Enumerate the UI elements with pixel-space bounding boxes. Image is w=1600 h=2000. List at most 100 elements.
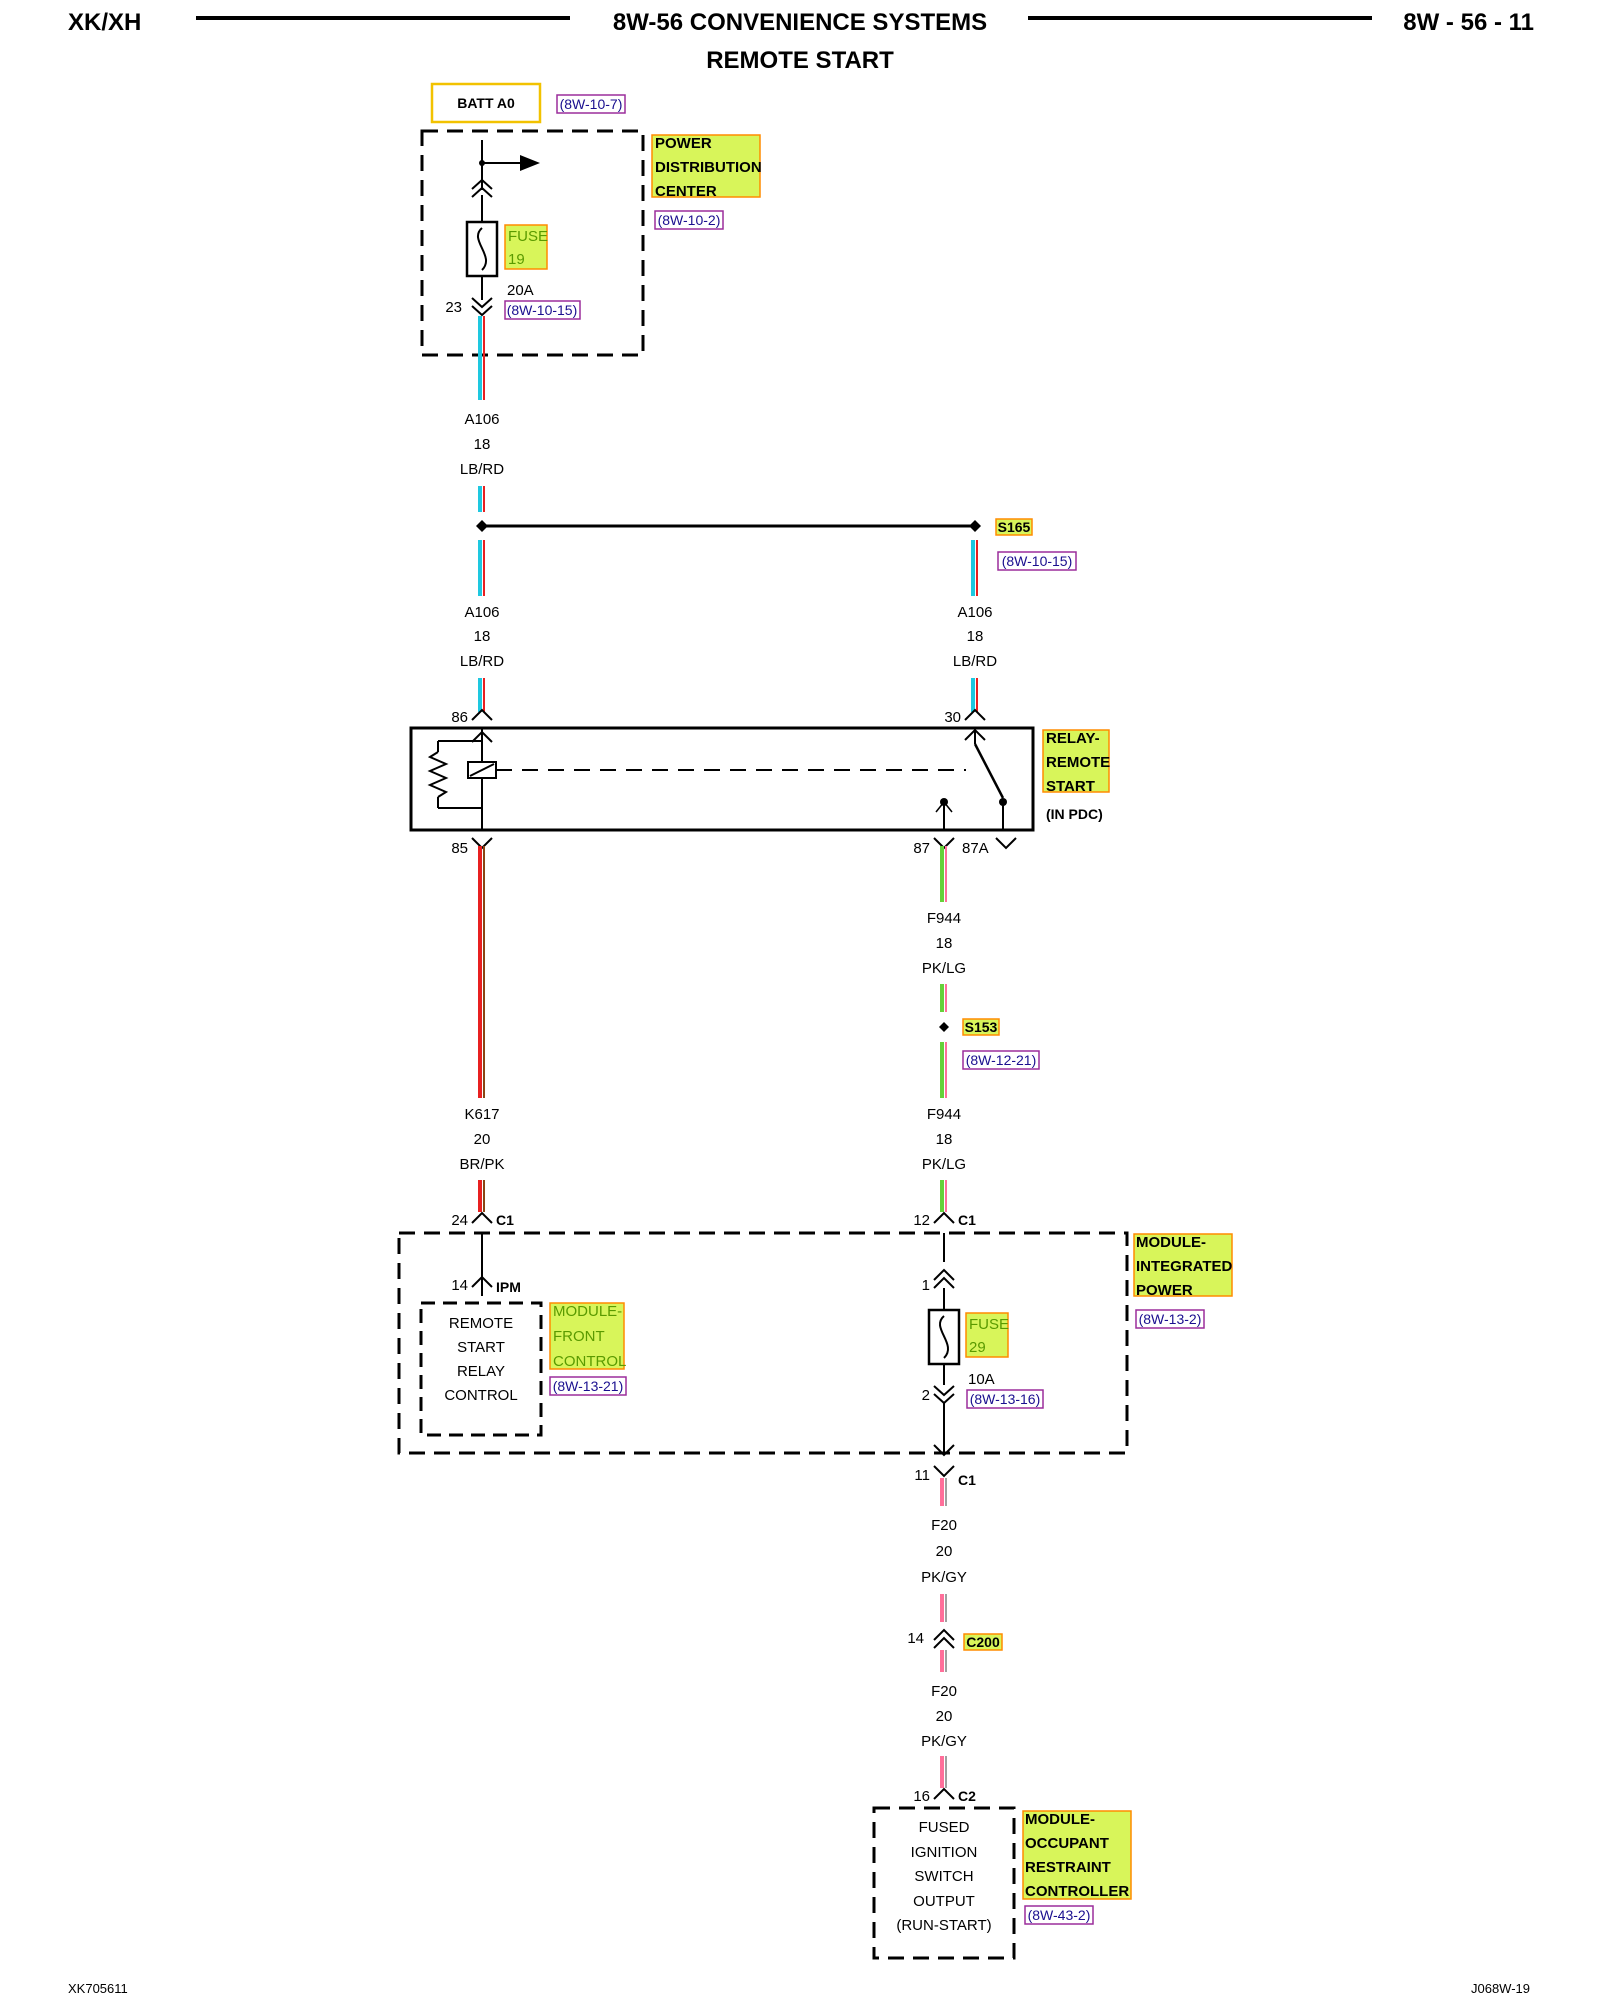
wire-f20: F20 20 PK/GY 14 C200 F20 20 PK/GY	[907, 1478, 1003, 1788]
pdc-cavity-label: 23	[445, 299, 462, 316]
fuse-29-pin1-connector-icon	[933, 1276, 955, 1289]
pdc-cavity-connector-icon-2	[471, 305, 493, 317]
orc-name-line4: CONTROLLER	[1025, 1883, 1129, 1900]
fcm-ref-link[interactable]: (8W-13-21)	[553, 1378, 624, 1394]
fuse-29-label-line2: 29	[969, 1339, 986, 1356]
relay-name-line3: START	[1046, 778, 1095, 795]
fuse-19-ref-box	[504, 300, 581, 320]
wire-f944-gauge-2: 18	[936, 1131, 953, 1148]
wire-a106-gauge-3: 18	[967, 628, 984, 645]
footer-left-code: XK705611	[68, 1981, 128, 1996]
wire-f944-color-2: PK/LG	[922, 1156, 966, 1173]
fcm-function-line1: REMOTE	[449, 1315, 513, 1332]
fcm-name-highlight	[549, 1302, 625, 1370]
c1-pin24-label: 24	[451, 1212, 468, 1229]
wire-k617: K617 20 BR/PK	[459, 846, 505, 1212]
ipm-name-line1: MODULE-	[1136, 1234, 1206, 1251]
fuse-19-icon	[465, 220, 499, 278]
header-page: 8W - 56 - 11	[1403, 9, 1534, 36]
relay-name-line1: RELAY-	[1046, 730, 1100, 747]
wire-f20-color-2: PK/GY	[921, 1733, 967, 1750]
batt-label-group: BATT A0 (8W-10-7)	[430, 82, 626, 124]
relay-pin30-connector-icon	[964, 708, 986, 721]
batt-ref-link[interactable]: (8W-10-7)	[560, 96, 623, 112]
wire-f20-gauge-2: 20	[936, 1708, 953, 1725]
fuse-29-rating: 10A	[968, 1371, 995, 1388]
ipm-name-highlight	[1133, 1233, 1233, 1297]
fuse-29-ref-link[interactable]: (8W-13-16)	[970, 1391, 1041, 1407]
wire-a106-color-2: LB/RD	[460, 653, 504, 670]
fuse-29-pin1-label: 1	[922, 1277, 930, 1294]
relay-name-line2: REMOTE	[1046, 754, 1110, 771]
fcm-name-line1: MODULE-	[553, 1303, 622, 1320]
header-section: 8W-56 CONVENIENCE SYSTEMS	[613, 9, 987, 36]
fuse-29-pin1-connector-icon-2	[933, 1268, 955, 1281]
c200-highlight	[963, 1633, 1003, 1651]
c200-pin-label: 14	[907, 1630, 924, 1647]
orc-function-line5: (RUN-START)	[896, 1917, 991, 1934]
fuse-19-label-line2: 19	[508, 251, 525, 268]
pdc-ref-link[interactable]: (8W-10-2)	[658, 212, 721, 228]
orc-ref-link[interactable]: (8W-43-2)	[1028, 1907, 1091, 1923]
orc-outline	[872, 1806, 1016, 1960]
fcm-outline	[419, 1301, 543, 1437]
splice-s153-name: S153	[965, 1019, 998, 1035]
splice-s165-node-right	[969, 520, 981, 532]
orc-ref-box	[1024, 1905, 1094, 1925]
splice-s165-name: S165	[998, 519, 1031, 535]
wire-f944: F944 18 PK/LG S153 (8W-12-21) F944 18 PK…	[922, 846, 1040, 1212]
batt-label: BATT A0	[457, 95, 515, 111]
header-model: XK/XH	[68, 9, 141, 36]
wire-f944-circuit-2: F944	[927, 1106, 961, 1123]
relay-pin86-label: 86	[451, 709, 468, 726]
relay-location: (IN PDC)	[1046, 806, 1103, 822]
connector-c1: 24 C1 12 C1	[451, 1211, 976, 1229]
ipm-name-line2: INTEGRATED	[1136, 1258, 1233, 1275]
c1-pin11-label: 11	[914, 1467, 930, 1484]
pdc-ref-box	[654, 210, 724, 230]
relay-pin87-label: 87	[913, 840, 930, 857]
wire-a106-gauge-1: 18	[474, 436, 491, 453]
fuse-29-label-line1: FUSE	[969, 1316, 1009, 1333]
fcm-function-line4: CONTROL	[444, 1387, 517, 1404]
connector-c1-output: 11 C1	[914, 1465, 976, 1488]
splice-s153-ref-link[interactable]: (8W-12-21)	[966, 1052, 1037, 1068]
orc-function-line3: SWITCH	[914, 1868, 973, 1885]
wire-f20-color-1: PK/GY	[921, 1569, 967, 1586]
relay-coil-top-arrow-icon	[471, 730, 493, 743]
ipm-output-arrow-icon	[933, 1444, 955, 1457]
wire-f944-color-1: PK/LG	[922, 960, 966, 977]
wire-k617-gauge: 20	[474, 1131, 491, 1148]
splice-s165-node-left	[476, 520, 488, 532]
wire-f20-gauge-1: 20	[936, 1543, 953, 1560]
fcm-function-line2: START	[457, 1339, 505, 1356]
batt-ref-box	[556, 94, 626, 114]
wire-a106-right-to-relay: A106 18 LB/RD	[953, 540, 997, 712]
c2-pin-label: 16	[913, 1788, 930, 1805]
fuse-19-ref-link[interactable]: (8W-10-15)	[507, 302, 578, 318]
relay-name-highlight	[1042, 729, 1110, 793]
pdc-feed-arrow-icon	[520, 155, 540, 171]
c200-name: C200	[966, 1634, 1000, 1650]
splice-s165-ref-link[interactable]: (8W-10-15)	[1002, 553, 1073, 569]
fuse-19-rating: 20A	[507, 282, 534, 299]
pdc-outline	[420, 129, 645, 357]
batt-box	[430, 82, 542, 124]
fuse-29-ref-box	[966, 1389, 1044, 1409]
c1-name-bottom: C1	[958, 1472, 976, 1488]
relay-contact-top-arrow-icon	[964, 728, 986, 741]
orc-name-highlight	[1022, 1810, 1132, 1900]
c1-pin24-connector-icon	[471, 1211, 493, 1224]
relay-coil-slash	[469, 763, 495, 777]
ipm-outline	[397, 1231, 1129, 1455]
pdc-fuse-top-connector-icon	[471, 186, 493, 198]
ipm-ref-link[interactable]: (8W-13-2)	[1139, 1311, 1202, 1327]
wire-a106-color-3: LB/RD	[953, 653, 997, 670]
orc-function-line2: IGNITION	[911, 1844, 978, 1861]
splice-s165-highlight	[995, 518, 1033, 536]
pdc-fuse-top-connector-icon-2	[471, 178, 493, 190]
orc-function-line1: FUSED	[919, 1819, 970, 1836]
relay-contact-87-arrow-icon	[935, 800, 953, 813]
relay-remote-start: 86 30 85 87 87A RELAY- REMOTE	[409, 708, 1110, 857]
